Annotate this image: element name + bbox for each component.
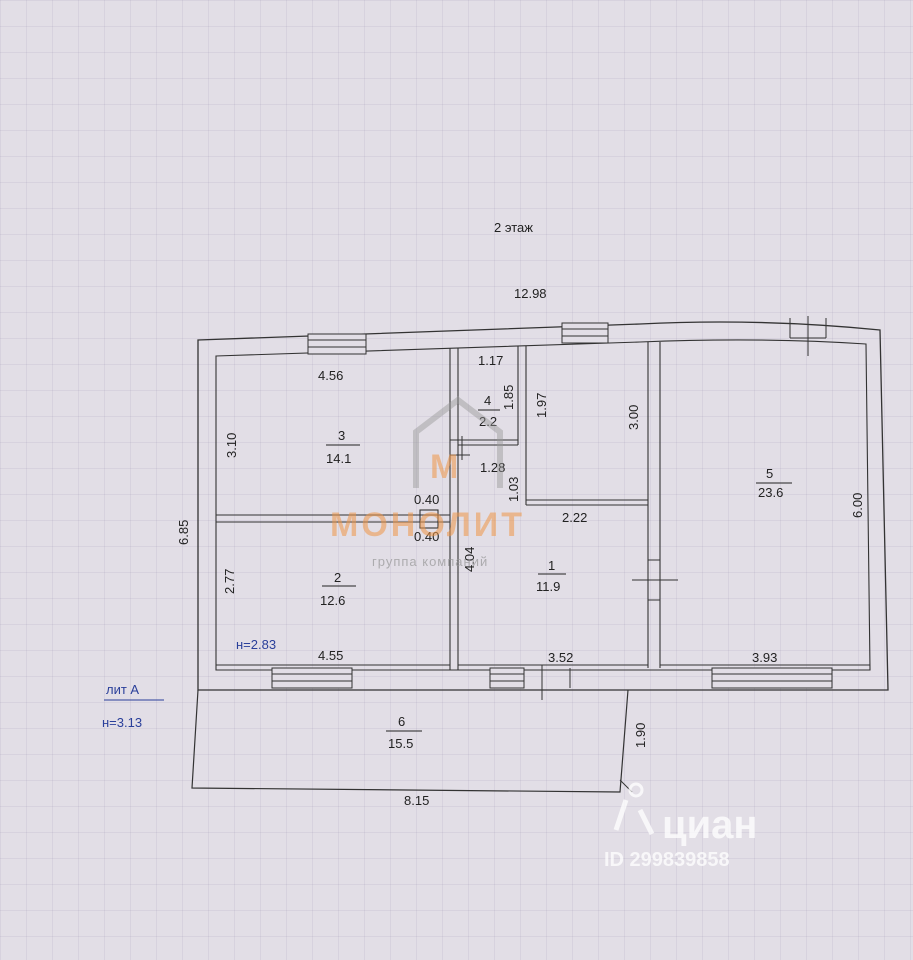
outer-wall [197, 321, 889, 691]
room3-width-dim: 4.56 [318, 368, 343, 383]
room4-depth-dim: 1.85 [501, 385, 516, 410]
room2-area: 12.6 [320, 593, 345, 608]
door-b-dim: 0.40 [414, 529, 439, 544]
room5-width-dim: 3.93 [752, 650, 777, 665]
door-a-dim: 0.40 [414, 492, 439, 507]
room4-width-dim: 1.17 [478, 353, 503, 368]
hall-segment-b-dim: 1.03 [506, 477, 521, 502]
room4-area: 2.2 [479, 414, 497, 429]
balcony-width-dim: 8.15 [404, 793, 429, 808]
room3-depth-dim: 3.10 [224, 433, 239, 458]
room3-number: 3 [338, 428, 345, 443]
window-south-left [271, 667, 353, 689]
overall-depth-label: 6.85 [176, 520, 191, 545]
room2-depth-dim: 2.77 [222, 569, 237, 594]
monolit-logo-letter: М [430, 448, 461, 486]
hall-width-dim: 3.52 [548, 650, 573, 665]
room6-area: 15.5 [388, 736, 413, 751]
cian-watermark: циан ID 299839858 [604, 782, 758, 871]
hall-depth-dim: 4.04 [462, 547, 477, 572]
doors [450, 316, 827, 700]
windows [271, 322, 833, 689]
location-pin-icon [628, 782, 644, 798]
corridor-depth-dim: 1.97 [534, 393, 549, 418]
room5-area: 23.6 [758, 485, 783, 500]
window-south-middle [489, 667, 525, 689]
room2-number: 2 [334, 570, 341, 585]
room6-number: 6 [398, 714, 405, 729]
room1-area: 11.9 [536, 579, 560, 594]
room2-width-dim: 4.55 [318, 648, 343, 663]
inner-wall-outline [215, 339, 871, 671]
stair-width-dim: 1.28 [480, 460, 505, 475]
monolit-logo-tagline: группа компаний [372, 554, 488, 569]
room5-number: 5 [766, 466, 773, 481]
cian-listing-id: ID 299839858 [604, 849, 730, 871]
balcony [191, 689, 629, 793]
room3-area: 14.1 [326, 451, 351, 466]
height-inner-label: н=2.83 [236, 637, 276, 652]
room4-number: 4 [484, 393, 491, 408]
room5-depth-dim: 6.00 [850, 493, 865, 518]
overall-width-label: 12.98 [514, 286, 547, 301]
window-north-left [307, 333, 367, 355]
height-main-label: н=3.13 [102, 715, 142, 730]
monolit-logo: М МОНОЛИТ группа компаний [330, 396, 525, 569]
window-north-middle [561, 322, 609, 344]
window-south-right [711, 667, 833, 689]
partitions [216, 342, 870, 670]
storage-depth-dim: 3.00 [626, 405, 641, 430]
cian-brand: циан [662, 803, 758, 847]
floor-title: 2 этаж [494, 220, 533, 235]
hall-segment-dim: 2.22 [562, 510, 587, 525]
litera-label: лит А [106, 682, 139, 697]
area-fraction-lines [322, 409, 792, 732]
monolit-logo-name: МОНОЛИТ [330, 506, 525, 544]
balcony-depth-dim: 1.90 [633, 723, 648, 748]
room1-number: 1 [548, 558, 555, 573]
